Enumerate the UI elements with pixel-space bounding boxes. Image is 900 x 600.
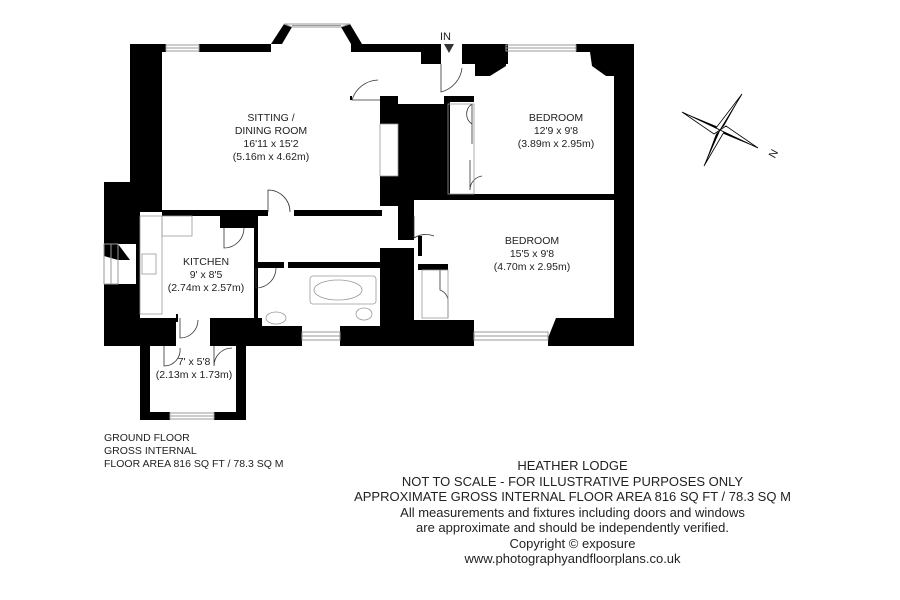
room-name: BEDROOM <box>528 112 584 124</box>
kitchen-unit-icon <box>161 215 193 237</box>
disclaimer-line2: are approximate and should be independen… <box>416 520 729 535</box>
entrance-arrow-icon <box>444 44 454 53</box>
area-note: APPROXIMATE GROSS INTERNAL FLOOR AREA 81… <box>354 489 791 504</box>
property-title: HEATHER LODGE <box>517 458 628 473</box>
wardrobe-icon <box>447 103 475 195</box>
room-name: KITCHEN <box>182 256 230 268</box>
room-dims-metric: (4.70m x 2.95m) <box>493 261 571 273</box>
disclaimer-line1: All measurements and fixtures including … <box>400 504 745 520</box>
room-label-sitting-dining: SITTING / DINING ROOM 16'11 x 15'2 (5.16… <box>206 112 336 164</box>
compass-icon <box>681 93 759 167</box>
toilet-icon <box>355 307 373 321</box>
fixtures <box>139 103 475 325</box>
windows <box>103 23 577 420</box>
room-name-line2: DINING ROOM <box>234 125 308 137</box>
room-dims-metric: (3.89m x 2.95m) <box>517 138 595 150</box>
room-label-bedroom-1: BEDROOM 12'9 x 9'8 (3.89m x 2.95m) <box>496 112 616 151</box>
room-label-porch: 7' x 5'8 (2.13m x 1.73m) <box>146 356 242 382</box>
wardrobe-icon-2 <box>421 269 449 319</box>
copyright: Copyright © exposure <box>509 535 636 551</box>
sink-icon <box>265 311 287 325</box>
kitchen-sink-icon <box>141 253 157 275</box>
floor-info: GROUND FLOOR GROSS INTERNAL FLOOR AREA 8… <box>104 432 284 471</box>
room-label-kitchen: KITCHEN 9' x 8'5 (2.74m x 2.57m) <box>158 256 254 295</box>
room-dims-metric: (5.16m x 4.62m) <box>232 151 310 163</box>
entrance-label: IN <box>440 31 451 43</box>
website-link[interactable]: www.photographyandfloorplans.co.uk <box>464 551 681 566</box>
scale-note: NOT TO SCALE - FOR ILLUSTRATIVE PURPOSES… <box>401 473 744 489</box>
room-name: BEDROOM <box>504 235 560 247</box>
room-dims-imperial: 9' x 8'5 <box>189 269 223 281</box>
floor-info-line2: GROSS INTERNAL <box>104 445 197 457</box>
bath-basin-icon <box>313 279 363 301</box>
bath-icon <box>309 275 377 305</box>
room-dims-imperial: 15'5 x 9'8 <box>509 248 555 260</box>
floor-info-line3: FLOOR AREA 816 SQ FT / 78.3 SQ M <box>104 458 284 470</box>
internal-walls <box>136 96 614 322</box>
kitchen-counter-icon <box>139 215 163 315</box>
room-dims-metric: (2.13m x 1.73m) <box>155 369 233 381</box>
floor-info-line1: GROUND FLOOR <box>104 432 190 444</box>
cupboard-icon <box>379 123 399 177</box>
room-dims-metric: (2.74m x 2.57m) <box>167 282 245 294</box>
room-dims-imperial: 12'9 x 9'8 <box>533 125 579 137</box>
room-dims-imperial: 7' x 5'8 <box>177 356 211 368</box>
walls <box>104 24 634 420</box>
room-label-bedroom-2: BEDROOM 15'5 x 9'8 (4.70m x 2.95m) <box>472 235 592 274</box>
room-dims-imperial: 16'11 x 15'2 <box>243 138 299 150</box>
room-name: SITTING / <box>247 112 295 124</box>
footer-notes: HEATHER LODGE NOT TO SCALE - FOR ILLUSTR… <box>300 458 845 567</box>
